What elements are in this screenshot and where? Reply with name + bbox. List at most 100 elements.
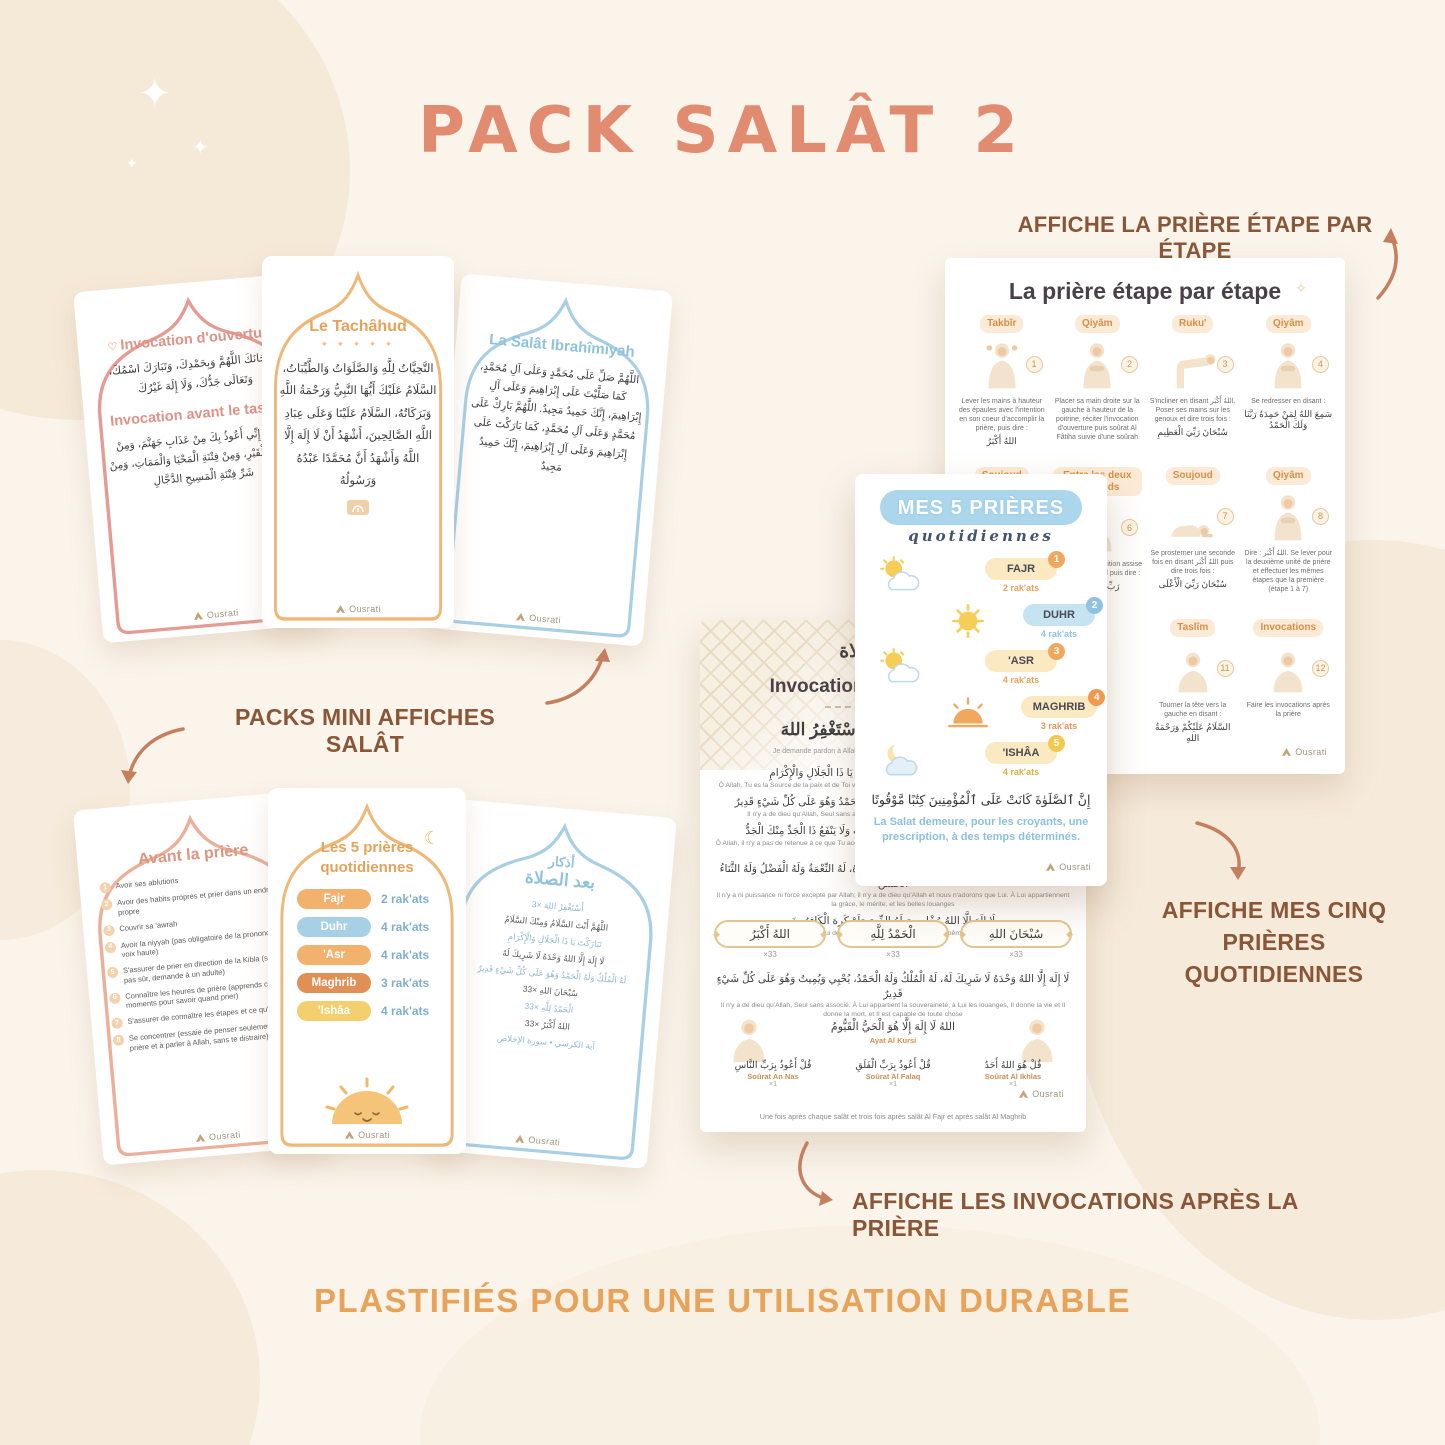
order-badge: 4 [1088, 689, 1106, 706]
step-description: Placer sa main droite sur la gauche à ha… [1054, 397, 1140, 441]
prayer-rakats: 4 rak'ats [381, 948, 430, 962]
mini-card-tachahud: Le Tachâhud ✦ ✦ ✦ ✦ ✦ التَّحِيَّاتُ لِلَ… [262, 256, 454, 628]
sparkle-icon: ✦ [126, 155, 138, 171]
prayer-step: Soujoud 7 Se prosterner une seconde fois… [1148, 467, 1238, 611]
praying-figure-icon [1261, 490, 1315, 544]
prayer-rakats: 4 rak'ats [381, 1004, 430, 1018]
heart-icon: ♡ [107, 340, 119, 354]
praying-figure-icon [1070, 338, 1124, 392]
sunset-icon [945, 694, 991, 732]
arabic-text: اللَّهُمَّ صَلِّ عَلَى مُحَمَّدٍ وَعَلَى… [470, 359, 642, 474]
card-title: Les 5 prières quotidiennes [320, 839, 414, 876]
sun-icon [945, 602, 991, 640]
title-splash: MES 5 PRIÈRES [879, 490, 1083, 525]
step-number: 11 [1216, 659, 1234, 677]
step-label: Qiyâm [1265, 315, 1311, 333]
tawhid-text: لَا إِلَهَ إِلَّا اللهُ وَحْدَهُ لَا شَر… [716, 973, 1070, 1018]
step-label: Soujoud [1165, 467, 1220, 485]
tent-icon [1045, 862, 1056, 872]
prayer-step: Taslîm 11 Tourner la tête vers la gauche… [1148, 619, 1238, 763]
prayer-pill: 'Ishâa [297, 1001, 371, 1021]
step-number: 1 [1025, 355, 1043, 373]
arrow-to-top-cards [545, 653, 605, 705]
prayer-row: 'Ishâa 4 rak'ats [284, 1001, 450, 1021]
order-badge: 2 [1086, 597, 1103, 614]
islamic-pattern-decoration [700, 620, 870, 770]
background-blob [420, 1225, 1320, 1445]
tent-icon [195, 1132, 207, 1143]
dhikr-counter: الْحَمْدُ لِلَّهِ×33 [836, 920, 950, 959]
step-description: Lever les mains à hauteur des épaules av… [958, 397, 1045, 432]
arch-frame [445, 296, 650, 638]
sparkle-icon: ✦ [192, 137, 209, 159]
prayer-rakats: 4 rak'ats [1002, 767, 1040, 777]
page-title: PACK SALÂT 2 [418, 94, 1027, 168]
annotation-five-prayers: AFFICHE MES CINQ PRIÈRES QUOTIDIENNES [1145, 894, 1403, 991]
tent-icon [344, 1130, 355, 1140]
step-number: 4 [1312, 355, 1329, 373]
prayer-pill: 'Asr [297, 945, 371, 965]
moon-icon: ☾ [423, 828, 440, 848]
mini-card-salat-ibrahimiyah: La Salât Ibrahîmiyah اللَّهُمَّ صَلِّ عَ… [430, 273, 674, 647]
prayer-step: Takbîr 1 Lever les mains à hauteur des é… [957, 315, 1047, 459]
arch-frame [274, 270, 442, 621]
order-badge: 5 [1048, 735, 1065, 752]
stars-decoration: ✦ ✦ ✦ ✦ ✦ [320, 339, 396, 349]
prayer-step: Qiyâm 2 Placer sa main droite sur la gau… [1053, 315, 1143, 459]
tent-icon [335, 604, 346, 614]
step-number: 8 [1312, 507, 1329, 525]
arrow-to-bottom-cards [127, 727, 185, 779]
step-number: 3 [1216, 355, 1234, 373]
praying-woman-icon [1008, 1008, 1066, 1066]
istighfar-translation: Je demande pardon à Allah ×3 [772, 748, 869, 755]
step-description: S'incliner en disant اللهُ أَكْبَر. Pose… [1149, 397, 1236, 423]
step-arabic: سُبْحَانَ رَبِّيَ الْعَظِيمِ [1157, 426, 1228, 437]
prayer-row: 'Asr 4 rak'ats [284, 945, 450, 965]
praying-figure-icon [1261, 338, 1315, 392]
step-number: 6 [1121, 519, 1138, 536]
prayer-pill: Duhr [297, 917, 371, 937]
step-description: Dire : اللهُ أَكْبَر. Se lever pour la d… [1244, 549, 1333, 593]
praying-figure-icon [1166, 490, 1220, 544]
step-arabic: اللهُ أَكْبَرُ [986, 435, 1017, 446]
prayer-rakats: 4 rak'ats [1040, 629, 1078, 639]
annotation-five-prayers-line2: PRIÈRES QUOTIDIENNES [1184, 929, 1364, 988]
tent-icon [514, 1133, 526, 1144]
footer-note: PLASTIFIÉS POUR UNE UTILISATION DURABLE [314, 1282, 1131, 1319]
praying-man-icon [720, 1008, 778, 1066]
step-label: Ruku' [1172, 315, 1214, 333]
poster-title: MES 5 PRIÈRES [897, 497, 1065, 519]
tent-icon [1281, 747, 1292, 757]
arch-frame [280, 802, 454, 1147]
praying-figure-icon [1166, 642, 1220, 696]
ousrati-logo: Ousrati [1045, 862, 1091, 872]
ousrati-logo: Ousrati [192, 607, 239, 621]
usage-note: Une fois après chaque salât et trois foi… [759, 1112, 1027, 1121]
step-description: Faire les invocations après la prière [1246, 701, 1330, 718]
surah-item: قُلْ أَعُوذُ بِرَبِّ الْفَلَقِSoûrat Al … [855, 1060, 931, 1088]
dhikr-counter: اللهُ أَكْبَرُ×33 [713, 920, 827, 959]
istighfar-arabic: أَسْتَغْفِرُ اللهَ [780, 720, 861, 739]
sparkle-icon: ✦ [138, 72, 172, 116]
ousrati-logo: Ousrati [514, 1133, 561, 1147]
poster-subtitle: quotidiennes [908, 527, 1054, 545]
surah-item: قُلْ هُوَ اللهُ أَحَدٌSoûrat Al Ikhlas×1 [984, 1060, 1042, 1088]
step-label: Taslîm [1170, 619, 1216, 637]
ousrati-logo: Ousrati [335, 604, 381, 614]
arrow-to-invocations-label [798, 1141, 828, 1201]
ousrati-logo: Ousrati [1018, 1089, 1064, 1099]
quran-verse-translation: La Salat demeure, pour les croyants, une… [873, 815, 1089, 844]
step-number: 2 [1121, 355, 1138, 373]
prayer-step: Ruku' 3 S'incliner en disant اللهُ أَكْب… [1148, 315, 1238, 459]
